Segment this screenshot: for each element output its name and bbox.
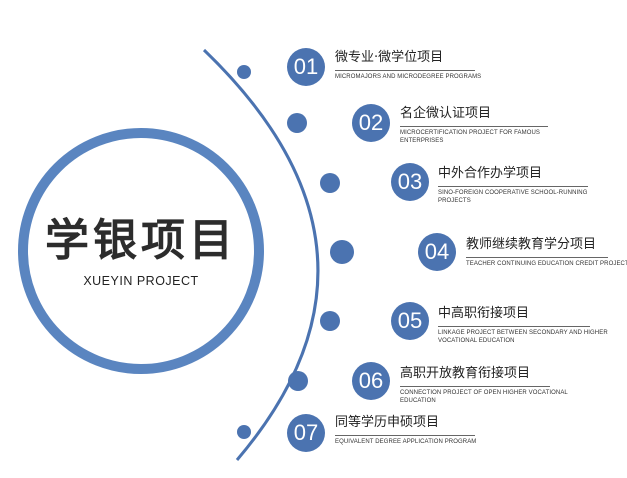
item-title: 名企微认证项目 bbox=[400, 106, 492, 121]
item-number-badge: 05 bbox=[391, 302, 429, 340]
item-number-badge: 03 bbox=[391, 163, 429, 201]
item-number-badge: 07 bbox=[287, 414, 325, 452]
item-number-badge: 04 bbox=[418, 233, 456, 271]
item-subtitle: CONNECTION PROJECT OF OPEN HIGHER VOCATI… bbox=[400, 390, 568, 404]
arc-node-01 bbox=[237, 65, 251, 79]
item-title: 教师继续教育学分项目 bbox=[466, 237, 597, 252]
item-underline bbox=[438, 326, 590, 327]
item-title: 中高职衔接项目 bbox=[438, 306, 530, 321]
item-subtitle: SINO-FOREIGN COOPERATIVE SCHOOL-RUNNING … bbox=[438, 190, 588, 204]
item-number-badge: 02 bbox=[352, 104, 390, 142]
arc-node-06 bbox=[288, 371, 308, 391]
item-subtitle: MICROMAJORS AND MICRODEGREE PROGRAMS bbox=[335, 74, 482, 80]
item-underline bbox=[466, 257, 608, 258]
item-underline bbox=[438, 186, 588, 187]
item-subtitle: EQUIVALENT DEGREE APPLICATION PROGRAM bbox=[335, 439, 477, 445]
item-underline bbox=[335, 435, 475, 436]
item-title: 同等学历申硕项目 bbox=[335, 415, 440, 430]
item-underline bbox=[400, 126, 548, 127]
item-subtitle: TEACHER CONTINUING EDUCATION CREDIT PROJ… bbox=[466, 261, 627, 267]
item-number-badge: 01 bbox=[287, 48, 325, 86]
arc-node-04 bbox=[330, 240, 354, 264]
arc-node-02 bbox=[287, 113, 307, 133]
item-number-badge: 06 bbox=[352, 362, 390, 400]
arc-node-03 bbox=[320, 173, 340, 193]
item-underline bbox=[400, 386, 550, 387]
item-title: 微专业·微学位项目 bbox=[335, 50, 444, 65]
item-title: 中外合作办学项目 bbox=[438, 166, 543, 181]
diagram-title: 学银项目 bbox=[45, 215, 237, 266]
item-subtitle: LINKAGE PROJECT BETWEEN SECONDARY AND HI… bbox=[438, 330, 608, 344]
center-ring bbox=[18, 128, 264, 374]
arc-node-05 bbox=[320, 311, 340, 331]
item-subtitle: MICROCERTIFICATION PROJECT FOR FAMOUS EN… bbox=[400, 130, 541, 144]
item-title: 高职开放教育衔接项目 bbox=[400, 366, 531, 381]
arc-node-07 bbox=[237, 425, 251, 439]
item-underline bbox=[335, 70, 475, 71]
diagram-subtitle: XUEYIN PROJECT bbox=[83, 274, 199, 288]
